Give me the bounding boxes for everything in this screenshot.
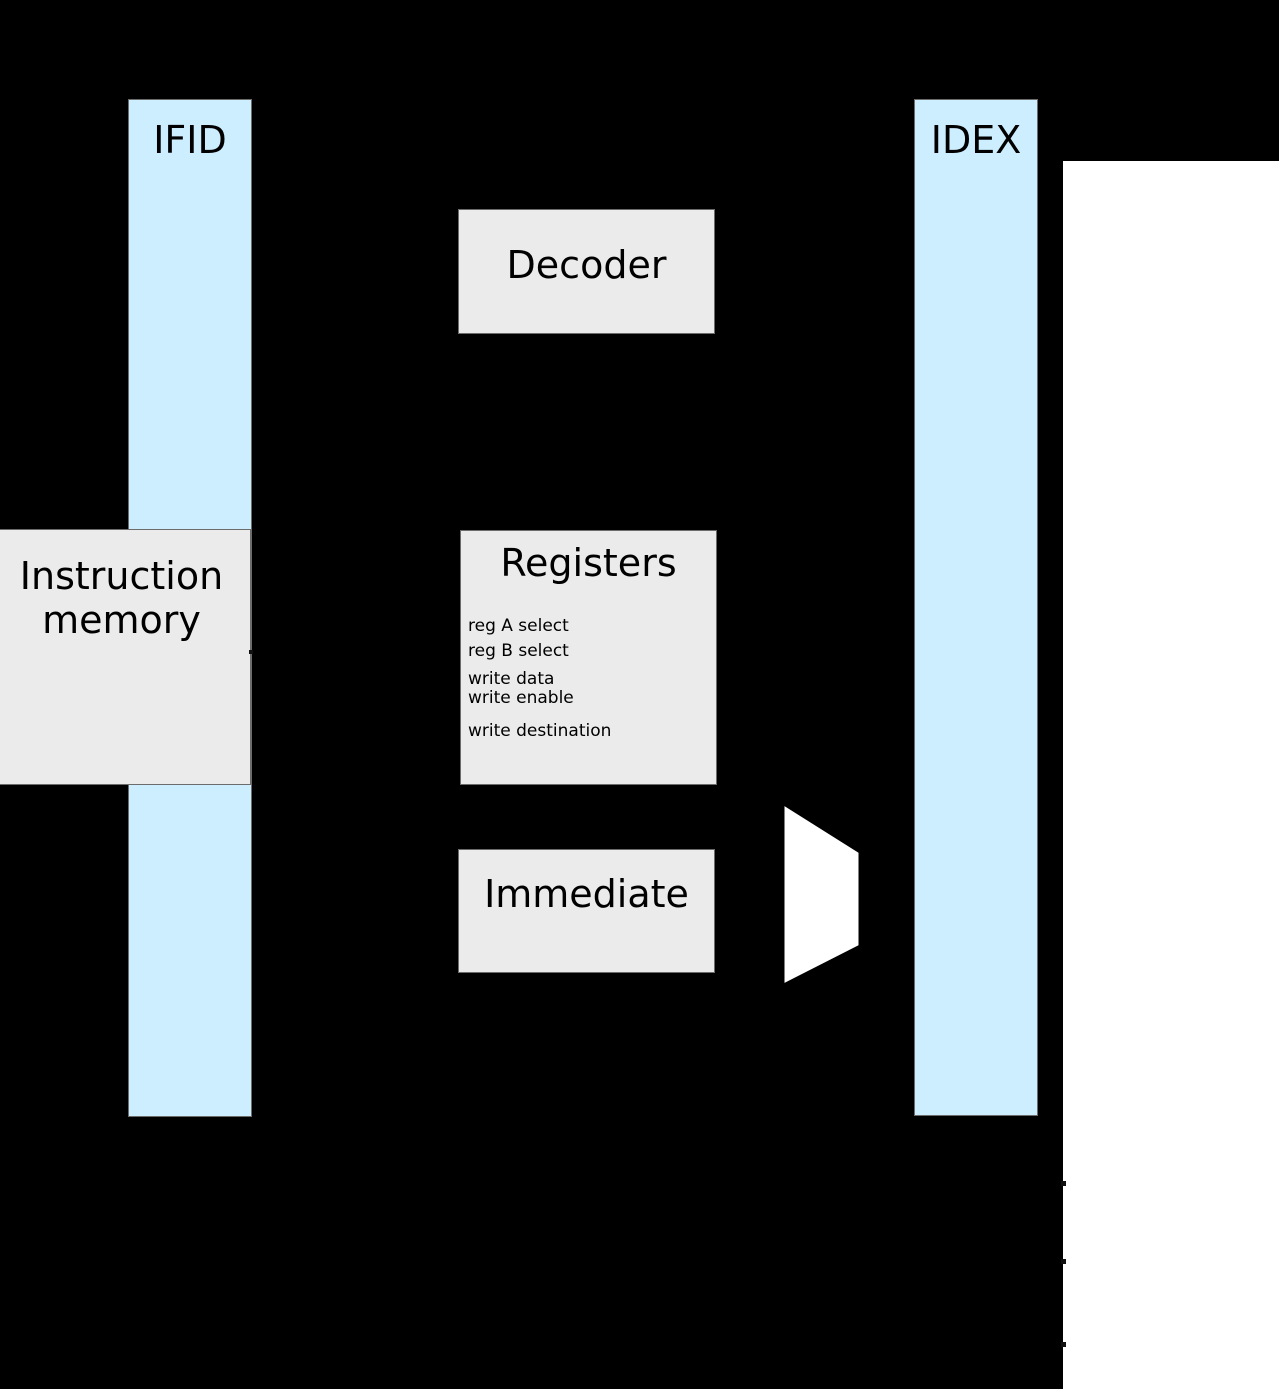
unit-registers-label: Registers: [500, 541, 677, 585]
unit-immediate[interactable]: Immediate: [458, 849, 715, 973]
operand-mux[interactable]: [780, 800, 870, 995]
pipeline-register-idex[interactable]: IDEX: [914, 99, 1038, 1116]
pipeline-register-ifid-label: IFID: [153, 118, 227, 162]
register-port-write-enable: write enable: [468, 688, 574, 708]
unit-registers[interactable]: Registers reg A select reg B select writ…: [460, 530, 717, 785]
wire-stub-idex-out-1: [1061, 1181, 1066, 1186]
unit-decoder[interactable]: Decoder: [458, 209, 715, 334]
register-port-write-destination: write destination: [468, 721, 612, 741]
unit-immediate-label: Immediate: [484, 872, 689, 916]
register-port-reg-b-select: reg B select: [468, 641, 569, 661]
unit-instruction-memory[interactable]: Instruction memory: [0, 529, 251, 785]
unit-instruction-memory-label: Instruction memory: [19, 554, 224, 642]
wire-stub-idex-out-2: [1061, 1259, 1066, 1264]
white-background-plate: [1063, 161, 1279, 1389]
register-port-reg-a-select: reg A select: [468, 616, 569, 636]
pipeline-register-idex-label: IDEX: [930, 118, 1022, 162]
mux-trapezoid-icon: [784, 806, 859, 983]
wire-stub-idex-out-3: [1061, 1342, 1066, 1347]
register-port-write-data: write data: [468, 669, 555, 689]
unit-decoder-label: Decoder: [506, 243, 667, 287]
wire-stub-instruction-memory-out: [249, 650, 253, 654]
